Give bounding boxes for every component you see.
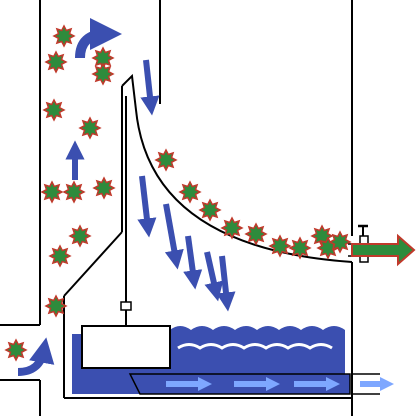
particle-1	[52, 24, 76, 48]
curved-chute	[121, 73, 353, 263]
falling-arrow-3	[163, 203, 184, 270]
particles	[4, 24, 352, 362]
particle-10	[68, 224, 92, 248]
falling-arrow-6	[216, 255, 236, 312]
drain-arrow-1	[166, 377, 212, 391]
particle-16	[220, 216, 244, 240]
particle-8	[40, 180, 64, 204]
outlet-arrow	[351, 233, 416, 267]
water-waves	[177, 343, 333, 350]
particle-13	[154, 148, 178, 172]
falling-arrow-2	[137, 175, 157, 238]
particle-5	[42, 98, 66, 122]
inlet-curved-arrow	[17, 337, 55, 376]
particle-17	[244, 222, 268, 246]
rod-clamp	[120, 301, 132, 311]
particle-23	[4, 338, 28, 362]
drain-arrow-4	[360, 377, 394, 391]
particle-3	[91, 46, 115, 70]
particle-6	[78, 116, 102, 140]
particle-12	[44, 294, 68, 318]
drain-arrows	[166, 377, 394, 391]
particle-14	[178, 180, 202, 204]
float-box	[81, 325, 171, 369]
drain-arrow-3	[294, 377, 340, 391]
particle-4	[91, 62, 115, 86]
falling-arrow-4	[183, 235, 203, 290]
particle-15	[198, 198, 222, 222]
falling-arrow-1	[140, 59, 160, 116]
particle-7	[62, 180, 86, 204]
particle-9	[92, 176, 116, 200]
particle-11	[48, 244, 72, 268]
top-curved-arrow	[75, 18, 122, 59]
particle-22	[328, 230, 352, 254]
riser-slant	[63, 231, 123, 297]
particle-2	[44, 50, 68, 74]
drain-arrow-2	[234, 377, 280, 391]
particle-19	[288, 236, 312, 260]
particle-18	[268, 234, 292, 258]
falling-arrow-5	[204, 251, 224, 302]
